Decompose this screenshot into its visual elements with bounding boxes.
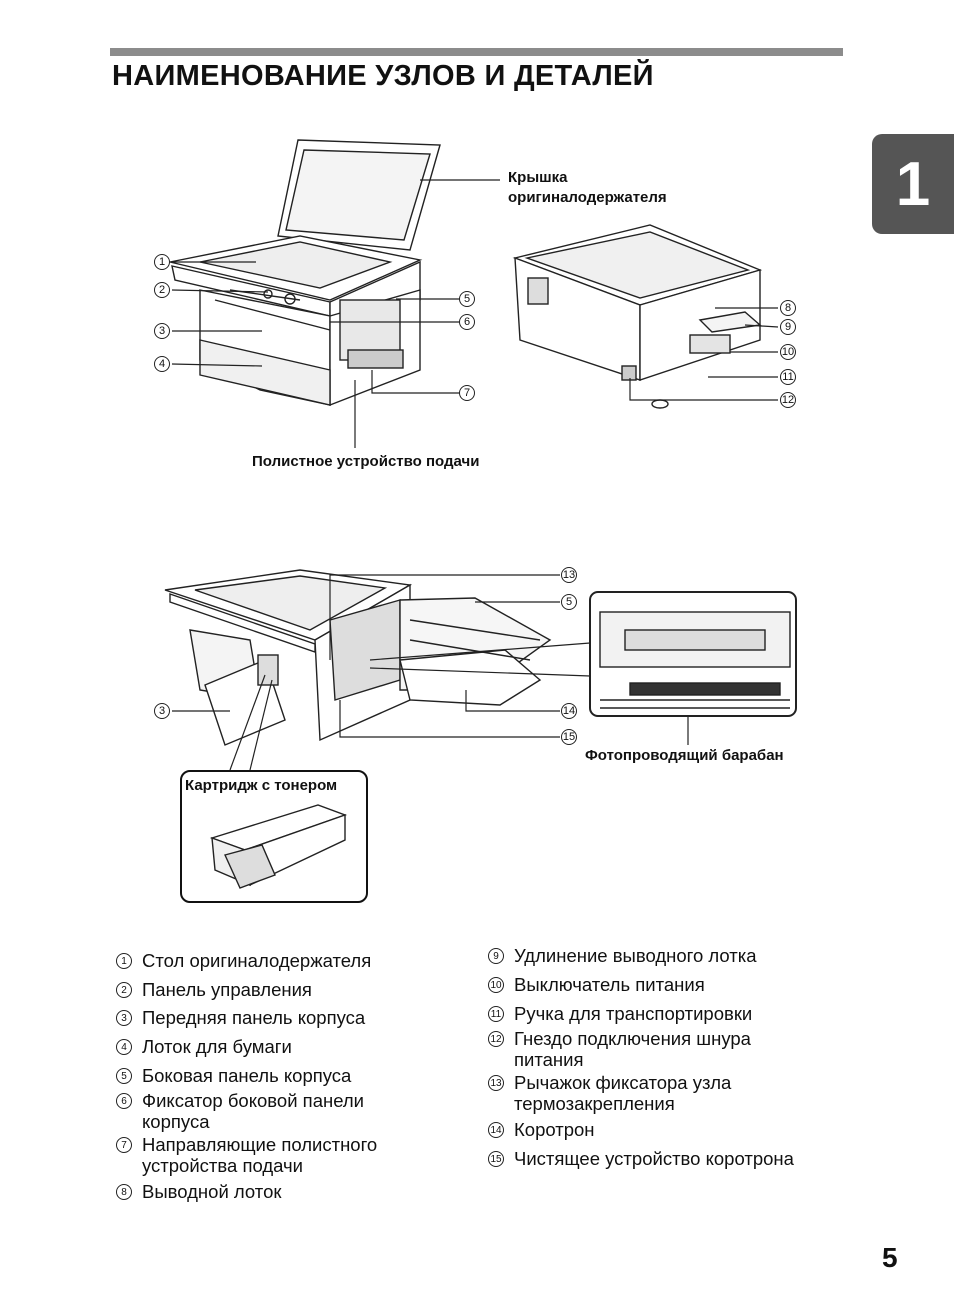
legend-num: 10 — [488, 977, 504, 993]
legend-text: Удлинение выводного лотка — [514, 945, 757, 966]
legend-item-11: 11 Ручка для транспортировки — [488, 1003, 814, 1024]
callout-5b: 5 — [561, 594, 577, 610]
legend-item-7: 7 Направляющие полистного устройства пода… — [116, 1134, 407, 1176]
leader-lines-top — [171, 179, 500, 448]
toner-cartridge-box — [180, 770, 368, 903]
callout-5: 5 — [459, 291, 475, 307]
callout-13: 13 — [561, 567, 577, 583]
legend-text: Рычажок фиксатора узла термозакрепления — [514, 1072, 732, 1114]
toner-cartridge-drawing — [209, 804, 348, 889]
legend-text: Гнездо подключения шнура питания — [514, 1028, 751, 1070]
legend-text: Передняя панель корпуса — [142, 1007, 366, 1028]
legend-text: Фиксатор боковой панели корпуса — [142, 1090, 364, 1132]
legend-item-5: 5 Боковая панель корпуса — [116, 1065, 442, 1086]
legend-num: 9 — [488, 948, 504, 964]
legend-item-9: 9 Удлинение выводного лотка — [488, 945, 814, 966]
copier-open-view — [164, 569, 552, 746]
leader-lines-open — [172, 574, 689, 771]
legend-text: Боковая панель корпуса — [142, 1065, 352, 1086]
legend-item-12: 12 Гнездо подключения шнура питания — [488, 1028, 799, 1070]
legend-text: Ручка для транспортировки — [514, 1003, 753, 1024]
legend-item-13: 13 Рычажок фиксатора узла термозакреплени… — [488, 1072, 799, 1114]
legend-text: Стол оригиналодержателя — [142, 950, 372, 971]
legend-num: 5 — [116, 1068, 132, 1084]
callout-15: 15 — [561, 729, 577, 745]
callout-4: 4 — [154, 356, 170, 372]
legend-num: 13 — [488, 1075, 504, 1091]
callout-14: 14 — [561, 703, 577, 719]
legend-item-6: 6 Фиксатор боковой панели корпуса — [116, 1090, 407, 1132]
legend-num: 2 — [116, 982, 132, 998]
legend-num: 14 — [488, 1122, 504, 1138]
callout-1: 1 — [154, 254, 170, 270]
callout-6: 6 — [459, 314, 475, 330]
callout-9: 9 — [780, 319, 796, 335]
page-number: 5 — [882, 1242, 898, 1273]
copier-rear-view — [512, 224, 763, 409]
legend-item-3: 3 Передняя панель корпуса — [116, 1007, 442, 1028]
legend-num: 4 — [116, 1039, 132, 1055]
legend-num: 12 — [488, 1031, 504, 1047]
callout-7: 7 — [459, 385, 475, 401]
page-title: НАИМЕНОВАНИЕ УЗЛОВ И ДЕТАЛЕЙ — [112, 60, 654, 92]
leader-lines-rear — [629, 307, 779, 401]
callout-11: 11 — [780, 369, 796, 385]
legend-text: Лоток для бумаги — [142, 1036, 292, 1057]
legend-item-15: 15 Чистящее устройство коротрона — [488, 1148, 854, 1169]
chapter-tab: 1 — [872, 134, 954, 234]
callout-3: 3 — [154, 323, 170, 339]
legend-text: Чистящее устройство коротрона — [514, 1148, 794, 1169]
legend-num: 3 — [116, 1010, 132, 1026]
legend-num: 8 — [116, 1184, 132, 1200]
cover-label: Крышка оригиналодержателя — [508, 169, 667, 206]
copier-front-view — [169, 139, 441, 407]
callout-10: 10 — [780, 344, 796, 360]
legend-num: 1 — [116, 953, 132, 969]
callout-2: 2 — [154, 282, 170, 298]
legend-num: 15 — [488, 1151, 504, 1167]
legend-text: Выключатель питания — [514, 974, 705, 995]
legend-item-2: 2 Панель управления — [116, 979, 442, 1000]
legend-item-10: 10 Выключатель питания — [488, 974, 814, 995]
legend-text: Коротрон — [514, 1119, 595, 1140]
legend-num: 7 — [116, 1137, 132, 1153]
legend-text: Панель управления — [142, 979, 312, 1000]
callout-8: 8 — [780, 300, 796, 316]
legend-item-1: 1 Стол оригиналодержателя — [116, 950, 442, 971]
legend-item-8: 8 Выводной лоток — [116, 1181, 442, 1202]
bypass-feeder-label: Полистное устройство подачи — [252, 453, 480, 470]
callout-3b: 3 — [154, 703, 170, 719]
header-rule — [110, 48, 843, 56]
legend-item-14: 14 Коротрон — [488, 1119, 814, 1140]
legend-item-4: 4 Лоток для бумаги — [116, 1036, 442, 1057]
toner-label: Картридж с тонером — [185, 777, 338, 794]
chapter-number: 1 — [895, 149, 931, 219]
legend-text: Направляющие полистного устройства подач… — [142, 1134, 378, 1176]
legend-num: 6 — [116, 1093, 132, 1109]
callout-12: 12 — [780, 392, 796, 408]
drum-inset — [589, 591, 797, 717]
legend-text: Выводной лоток — [142, 1181, 282, 1202]
legend-num: 11 — [488, 1006, 504, 1022]
drum-label: Фотопроводящий барабан — [585, 747, 784, 764]
